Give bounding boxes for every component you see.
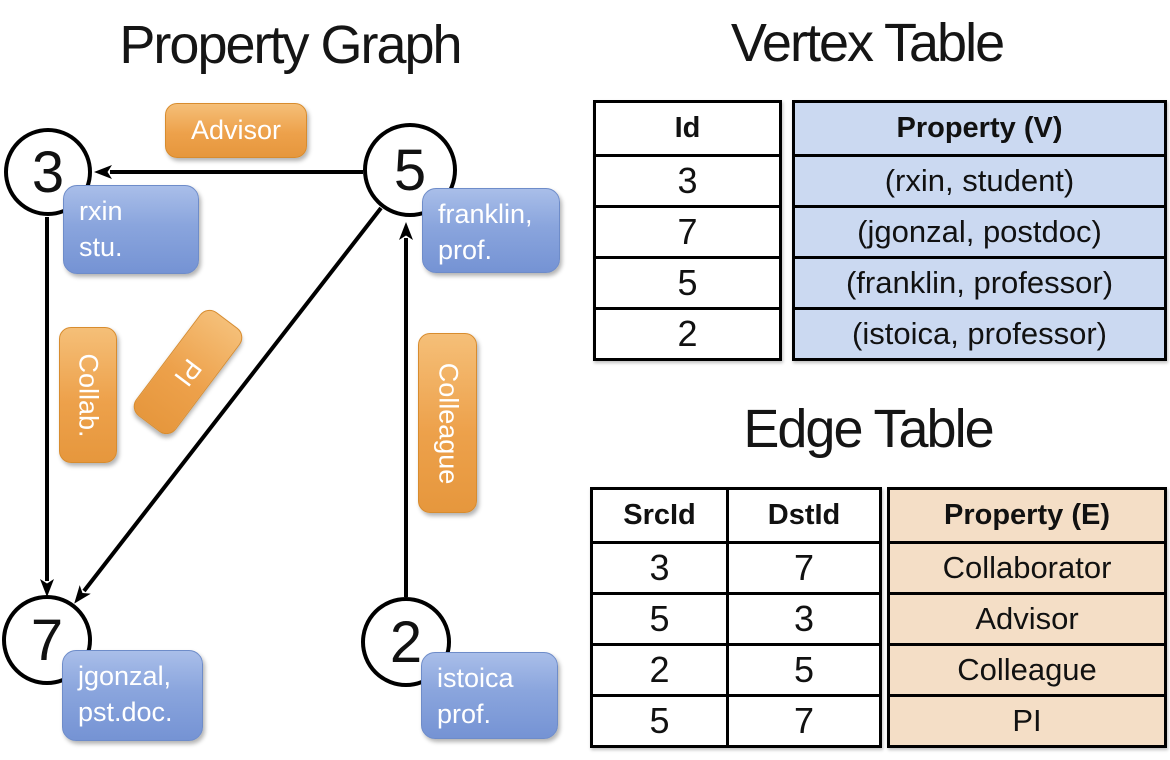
vertex-table-title: Vertex Table <box>730 13 1005 73</box>
vertex-property-line: stu. <box>79 231 123 262</box>
edge-label-collab: Collab. <box>59 327 117 463</box>
edge-table-srcdst-columns: SrcId 3 5 2 5 DstId 7 3 5 7 <box>590 487 882 748</box>
vertex-property-box-jgonzal: jgonzal, pst.doc. <box>62 650 203 741</box>
vertex-table-cell: 2 <box>596 307 779 358</box>
vertex-property-line: franklin, <box>438 199 533 229</box>
edge-table-cell: 5 <box>593 694 726 745</box>
edge-table-header-srcid: SrcId <box>623 499 696 531</box>
vertex-table-property-column: Property (V) (rxin, student) (jgonzal, p… <box>792 100 1167 361</box>
graph-edges-layer <box>40 165 413 604</box>
node-id-label: 5 <box>393 137 427 203</box>
vertex-table-cell: (rxin, student) <box>795 154 1164 205</box>
vertex-table-cell: 7 <box>596 205 779 256</box>
edge-table-cell: 5 <box>729 643 879 694</box>
vertex-table-cell: 5 <box>596 256 779 307</box>
node-id-label: 2 <box>389 609 423 675</box>
edge-table-cell: Collaborator <box>890 541 1164 592</box>
vertex-table-cell: (franklin, professor) <box>795 256 1164 307</box>
graph-node-5: 5 <box>363 123 457 217</box>
vertex-property-line: prof. <box>438 234 493 265</box>
edge-label-text: Colleague <box>433 362 463 484</box>
vertex-property-line: jgonzal, <box>78 661 172 691</box>
edge-table-header-property: Property (E) <box>890 490 1164 541</box>
node-id-label: 3 <box>31 139 65 205</box>
node-id-label: 7 <box>30 607 64 673</box>
vertex-property-box-franklin: franklin, prof. <box>422 188 560 273</box>
edge-table-dst-column: DstId 7 3 5 7 <box>726 490 879 745</box>
vertex-property-line: rxin <box>79 196 123 226</box>
vertex-property-box-istoica: istoica prof. <box>421 652 558 739</box>
edge-table-property-column: Property (E) Collaborator Advisor Collea… <box>887 487 1167 748</box>
vertex-property-line: istoica <box>437 663 514 693</box>
edge-table-cell: 7 <box>729 541 879 592</box>
edge-table-title: Edge Table <box>743 399 994 459</box>
edge-table-cell: Advisor <box>890 592 1164 643</box>
edge-table-header-dstid: DstId <box>767 499 841 531</box>
vertex-property-line: prof. <box>437 698 492 729</box>
edge-table-cell: 3 <box>593 541 726 592</box>
vertex-table-header-property: Property (V) <box>795 103 1164 154</box>
edge-label-text: Advisor <box>190 115 282 145</box>
edge-table-cell: 3 <box>729 592 879 643</box>
edge-table-cell: Colleague <box>890 643 1164 694</box>
vertex-table-id-column: Id 3 7 5 2 <box>593 100 782 361</box>
edge-label-colleague: Colleague <box>418 333 477 513</box>
edge-table-cell: 5 <box>593 592 726 643</box>
vertex-table-cell: (istoica, professor) <box>795 307 1164 358</box>
edge-label-text: Collab. <box>73 352 104 438</box>
vertex-property-line: pst.doc. <box>78 696 173 727</box>
vertex-table-cell: 3 <box>596 154 779 205</box>
vertex-property-box-rxin: rxin stu. <box>63 185 199 274</box>
vertex-table-cell: (jgonzal, postdoc) <box>795 205 1164 256</box>
edge-label-text: PI <box>168 353 209 392</box>
property-graph-title: Property Graph <box>119 15 462 75</box>
edge-label-advisor: Advisor <box>165 103 307 158</box>
edge-table-src-column: SrcId 3 5 2 5 <box>593 490 726 745</box>
edge-table-cell: PI <box>890 694 1164 745</box>
edge-pi-line <box>74 206 383 604</box>
edge-table: SrcId 3 5 2 5 DstId 7 3 5 7 Property (E)… <box>590 487 1167 748</box>
edge-table-cell: 7 <box>729 694 879 745</box>
vertex-table: Id 3 7 5 2 Property (V) (rxin, student) … <box>593 100 1167 361</box>
graph-node-2: 2 <box>361 597 451 687</box>
edge-table-cell: 2 <box>593 643 726 694</box>
vertex-table-header-id: Id <box>674 112 701 144</box>
